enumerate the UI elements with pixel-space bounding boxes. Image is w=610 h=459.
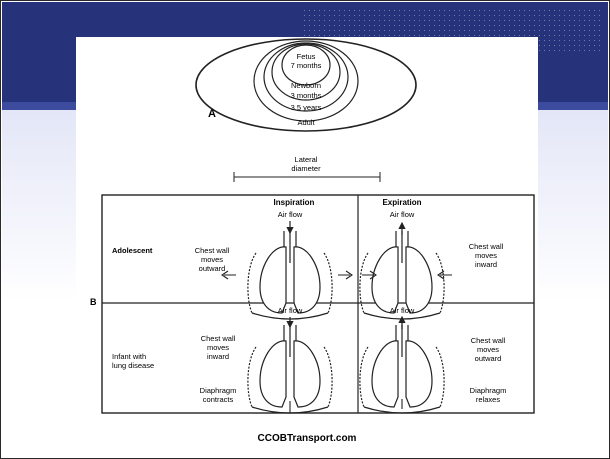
air-flow-label: Air flow — [278, 306, 303, 315]
ring-label: Adult — [297, 118, 315, 127]
panel-a: A Fetus 7 months Newborn 3 months 3.5 ye… — [196, 39, 416, 182]
chest-wall-label: outward — [199, 264, 226, 273]
diameter-label: Lateral — [295, 155, 318, 164]
row-label-adolescent: Adolescent — [112, 246, 153, 255]
chest-wall-label: inward — [207, 352, 229, 361]
panel-b-letter: B — [90, 297, 97, 307]
ring-label: 3 months — [291, 91, 322, 100]
row-label-infant: lung disease — [112, 361, 154, 370]
figure-illustration: A Fetus 7 months Newborn 3 months 3.5 ye… — [76, 37, 538, 429]
diaphragm-label: relaxes — [476, 395, 500, 404]
chest-wall-label: Chest wall — [469, 242, 504, 251]
ring-label: 7 months — [291, 61, 322, 70]
chest-wall-label: moves — [477, 345, 499, 354]
ring-label: Fetus — [297, 52, 316, 61]
chest-wall-label: moves — [207, 343, 229, 352]
column-inspiration: Inspiration — [274, 198, 315, 207]
panel-b: B Inspiration Expiration Adolescent Infa… — [90, 195, 534, 413]
chest-wall-label: Chest wall — [471, 336, 506, 345]
diaphragm-label: Diaphragm — [200, 386, 237, 395]
chest-wall-label: moves — [201, 255, 223, 264]
cell-adolescent-expiration: Air flow Chest wall moves inward — [360, 210, 504, 329]
column-expiration: Expiration — [382, 198, 421, 207]
row-label-infant: Infant with — [112, 352, 146, 361]
diaphragm-label: Diaphragm — [470, 386, 507, 395]
air-flow-label: Air flow — [390, 210, 415, 219]
chest-wall-label: outward — [475, 354, 502, 363]
chest-wall-label: Chest wall — [201, 334, 236, 343]
chest-wall-label: inward — [475, 260, 497, 269]
ring-label: Newborn — [291, 81, 321, 90]
air-flow-label: Air flow — [278, 210, 303, 219]
panel-a-letter: A — [208, 108, 216, 120]
inward-arrow-right — [438, 271, 452, 279]
outward-arrow-right — [338, 271, 352, 279]
cell-adolescent-inspiration: Air flow Chest wall moves outward — [195, 210, 352, 329]
figure-caption: CCOBTransport.com — [76, 433, 538, 444]
air-flow-label: Air flow — [390, 306, 415, 315]
figure-chest-wall-development: A Fetus 7 months Newborn 3 months 3.5 ye… — [76, 37, 538, 452]
diameter-label: diameter — [291, 164, 321, 173]
lungs-diagram — [248, 325, 332, 413]
chest-wall-label: moves — [475, 251, 497, 260]
chest-wall-label: Chest wall — [195, 246, 230, 255]
ring-label: 3.5 years — [291, 103, 322, 112]
diaphragm-label: contracts — [203, 395, 234, 404]
cell-infant-expiration: Air flow Chest wall moves outward Diaphr… — [360, 306, 506, 413]
cell-infant-inspiration: Air flow Chest wall moves inward Diaphra… — [200, 306, 332, 413]
